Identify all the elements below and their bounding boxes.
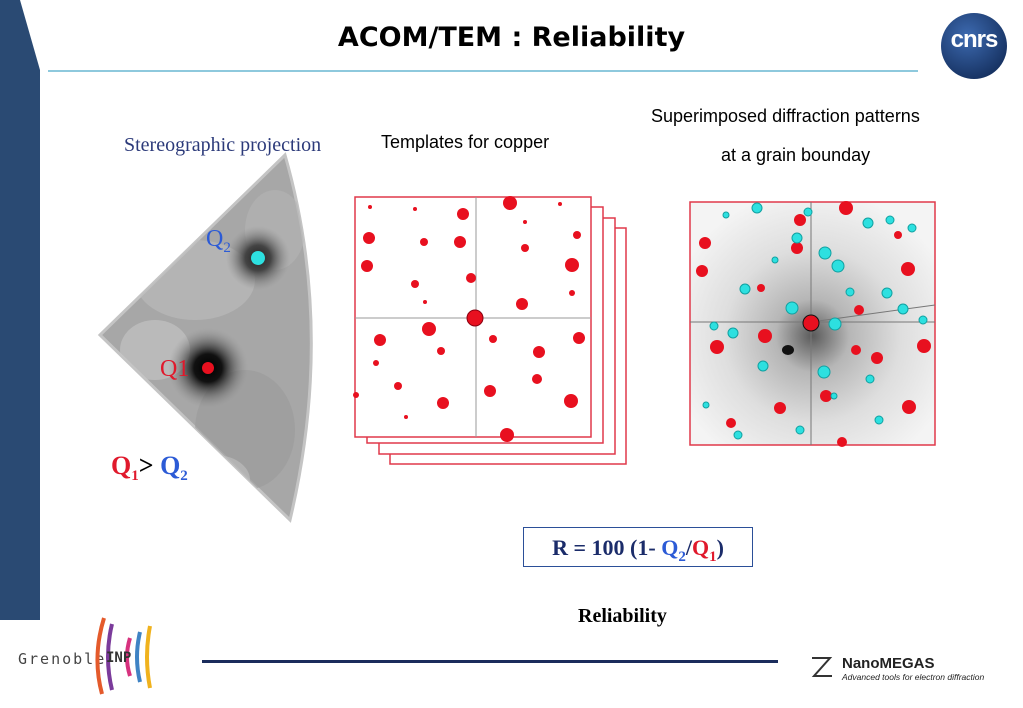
- grenoble-logo-text: Grenoble: [18, 650, 107, 668]
- templates-label: Templates for copper: [381, 132, 550, 152]
- slide-title: ACOM/TEM : Reliability: [337, 22, 686, 53]
- stereographic-projection-label: Stereographic projection: [124, 134, 322, 156]
- q-comparison: Q1> Q2: [111, 451, 188, 484]
- left-accent-bar: [0, 0, 40, 620]
- q1-marker: [202, 362, 214, 374]
- superimposed-pattern: [689, 201, 936, 447]
- templates-stack: [353, 196, 627, 465]
- nanomegas-name: NanoMEGAS: [842, 655, 935, 672]
- superimposed-label-line1: Superimposed diffraction patterns: [651, 106, 920, 126]
- stereographic-projection-figure: [97, 152, 313, 523]
- superimposed-label-line2: at a grain bounday: [721, 145, 871, 165]
- reliability-caption: Reliability: [578, 605, 667, 627]
- q2-marker: [251, 251, 265, 265]
- q1-label: Q1: [160, 356, 190, 382]
- footer-divider: [202, 660, 778, 663]
- inp-logo-text: INP: [106, 650, 132, 666]
- cnrs-logo-text: cnrs: [950, 26, 999, 53]
- nanomegas-icon: [811, 657, 833, 677]
- reliability-formula: R = 100 (1- Q2/Q1): [523, 527, 753, 567]
- q2-label: Q2: [206, 226, 231, 256]
- title-divider: [48, 70, 918, 72]
- grenoble-inp-logo: [95, 617, 152, 695]
- nanomegas-tagline: Advanced tools for electron diffraction: [842, 672, 985, 682]
- cnrs-logo: [941, 13, 1007, 79]
